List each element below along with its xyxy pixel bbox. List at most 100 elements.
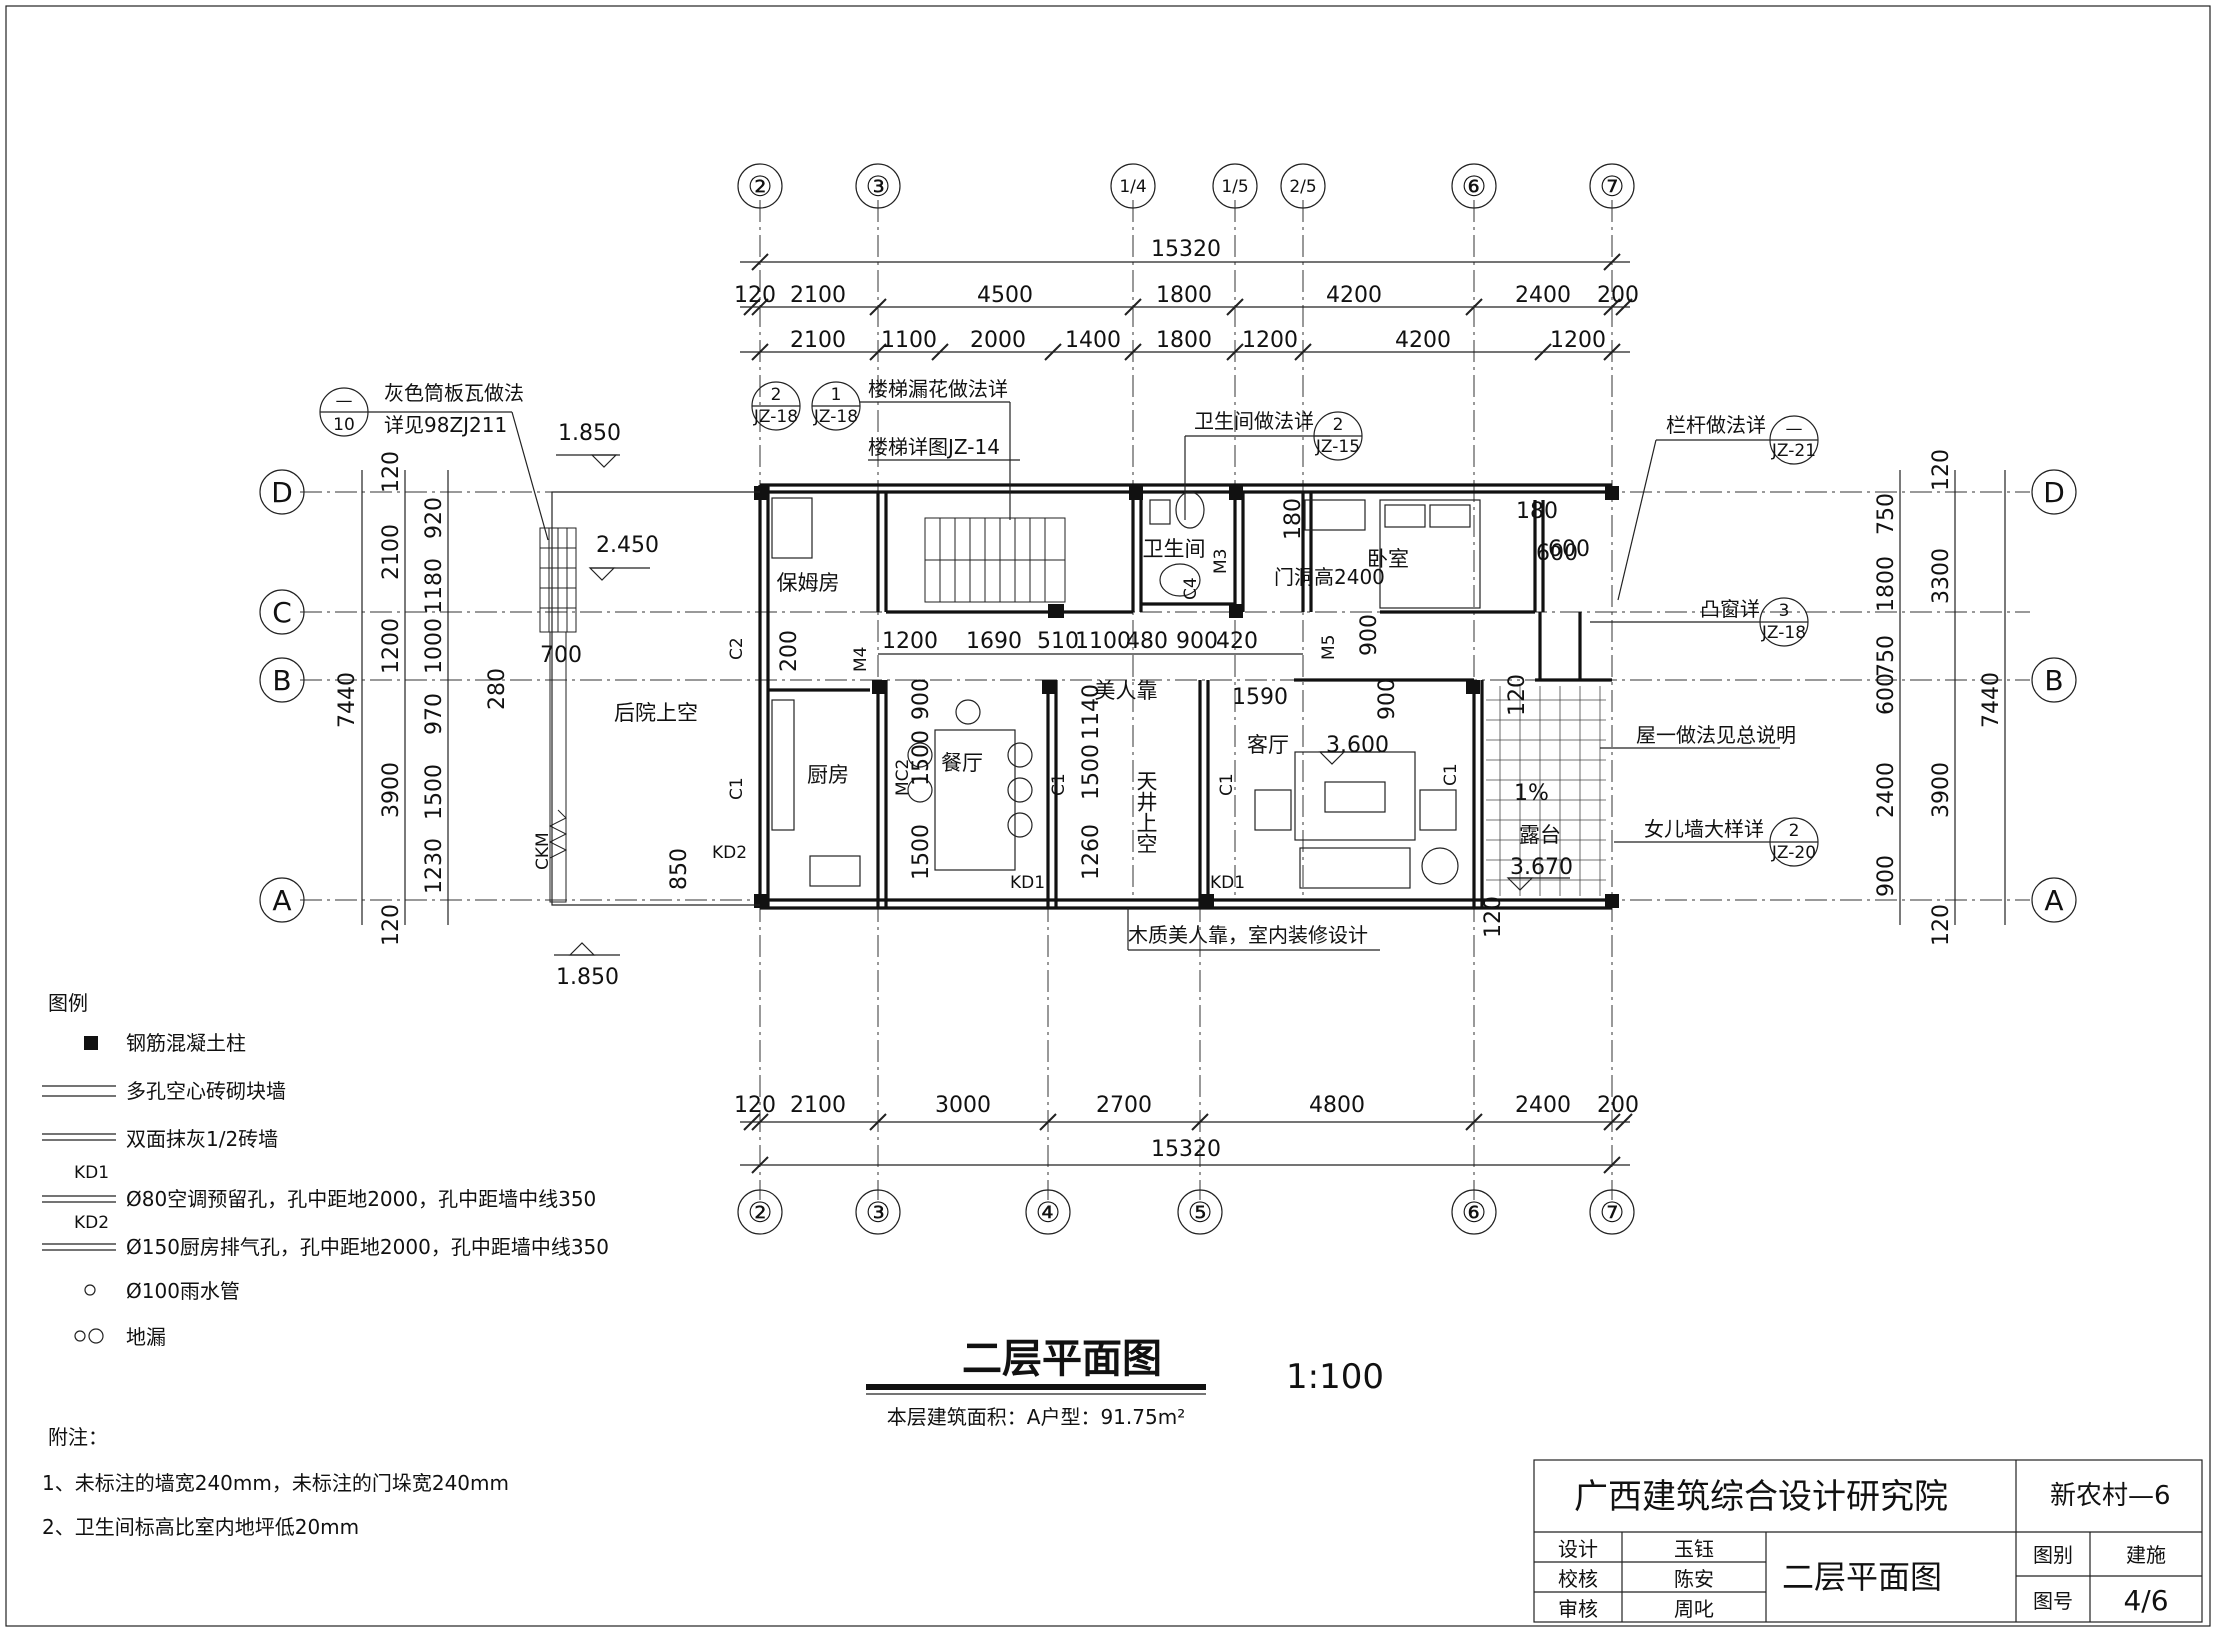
axis-label: ⑥ — [1461, 170, 1486, 203]
axis-label: ④ — [1035, 1196, 1060, 1229]
legend-kd2: KD2 — [74, 1213, 109, 1233]
callout-index: 3 — [1779, 601, 1790, 621]
door-label: KD2 — [712, 843, 747, 863]
dim-value: 920 — [422, 497, 447, 539]
design-name: 玉钰 — [1674, 1537, 1714, 1561]
sheet-border — [5, 5, 2211, 1627]
dimensions-left: 7440 120 2100 1200 3900 120 920 1180 100… — [335, 451, 449, 946]
axis-label: ⑤ — [1187, 1196, 1212, 1229]
dim-value: 180 — [1281, 498, 1306, 540]
door-label: M4 — [851, 647, 871, 672]
elevation-value: 1.850 — [558, 421, 621, 446]
dim-value: 970 — [422, 693, 447, 735]
axis-label: B — [2044, 664, 2063, 697]
drawing-scale: 1:100 — [1286, 1357, 1384, 1397]
category-value: 建施 — [2126, 1543, 2166, 1567]
dim-value: 2100 — [379, 524, 404, 580]
bathroom-fixtures — [1149, 491, 1205, 597]
callout-roof-tile: 灰色筒板瓦做法 — [384, 381, 524, 405]
dim-value: 120 — [734, 283, 776, 308]
dim-value: 120 — [1481, 896, 1506, 938]
dim-value: 1500 — [1079, 744, 1104, 800]
legend-item: 地漏 — [126, 1325, 166, 1349]
axis-label: ② — [747, 1196, 772, 1229]
note-item: 2、卫生间标高比室内地坪低20mm — [42, 1515, 359, 1539]
dimensions-bottom: 120 2100 3000 2700 4800 2400 200 15320 — [734, 1093, 1639, 1174]
dim-value: 900 — [1874, 855, 1899, 897]
elevation-value: 1.850 — [556, 965, 619, 990]
callout-index: JZ-18 — [813, 407, 858, 427]
door-label: C1 — [1217, 773, 1237, 796]
dim-value: 2000 — [970, 328, 1026, 353]
check-label: 校核 — [1558, 1567, 1598, 1591]
dim-value: 1200 — [1550, 328, 1606, 353]
dim-value: 1230 — [422, 838, 447, 894]
terrace-hatch — [1486, 686, 1606, 896]
callout-stair-detail: 楼梯详图JZ-14 — [868, 435, 1000, 459]
dim-value: 750 — [1874, 493, 1899, 535]
callout-stair-lattice: 楼梯漏花做法详 — [868, 377, 1008, 401]
callout-index: — — [336, 391, 353, 411]
dim-value: 2400 — [1874, 762, 1899, 818]
dimensions-top: 15320 120 2100 4500 1800 4200 2400 200 2… — [734, 237, 1639, 361]
dim-value: 3300 — [1929, 548, 1954, 604]
legend-item: Ø80空调预留孔，孔中距地2000，孔中距墙中线350 — [126, 1187, 596, 1211]
dim-value: 1200 — [379, 618, 404, 674]
dim-value: 1200 — [1242, 328, 1298, 353]
dim-value: 4200 — [1395, 328, 1451, 353]
legend-column-symbol — [84, 1036, 98, 1050]
notes: 附注： 1、未标注的墙宽240mm，未标注的门垛宽240mm 2、卫生间标高比室… — [42, 1425, 509, 1539]
walls — [758, 483, 1612, 910]
door-label: C4 — [1181, 577, 1201, 600]
dim-total-top: 15320 — [1151, 237, 1221, 262]
dim-total-bottom: 15320 — [1151, 1137, 1221, 1162]
dim-value: 1100 — [1075, 629, 1131, 654]
axis-label: A — [2044, 884, 2063, 917]
callout-index: JZ-15 — [1315, 437, 1360, 457]
elevation-value: 2.450 — [596, 533, 659, 558]
dim-value: 1100 — [881, 328, 937, 353]
legend: 图例 钢筋混凝土柱 多孔空心砖砌块墙 双面抹灰1/2砖墙 KD1 Ø80空调预留… — [42, 991, 609, 1349]
dim-value: 3900 — [1929, 762, 1954, 818]
axis-label: B — [272, 664, 291, 697]
callout-index: JZ-18 — [1761, 623, 1806, 643]
door-label: C2 — [727, 637, 747, 660]
kitchen-furniture — [771, 497, 861, 887]
axis-label: D — [271, 476, 293, 509]
dim-value: 600 — [1548, 537, 1590, 562]
dim-value: 1180 — [422, 558, 447, 614]
dim-value: 600 — [1536, 541, 1578, 566]
dim-value: 900 — [909, 678, 934, 720]
dim-value: 1400 — [1065, 328, 1121, 353]
review-name: 周叱 — [1674, 1597, 1714, 1621]
dim-value: 200 — [777, 630, 802, 672]
dim-value: 1500 — [909, 824, 934, 880]
legend-item: Ø100雨水管 — [126, 1279, 240, 1303]
dim-value: 2100 — [790, 328, 846, 353]
dim-value: 600 — [1874, 673, 1899, 715]
dim-value: 750 — [1874, 635, 1899, 677]
axis-bubbles-bottom: ② ③ ④ ⑤ ⑥ ⑦ — [737, 1189, 1635, 1235]
category-label: 图别 — [2033, 1543, 2073, 1567]
door-label: KD1 — [1010, 873, 1045, 893]
door-label: C1 — [1049, 773, 1069, 796]
dim-value: 420 — [1216, 629, 1258, 654]
legend-item: Ø150厨房排气孔，孔中距地2000，孔中距墙中线350 — [126, 1235, 609, 1259]
door-label: KD1 — [1210, 873, 1245, 893]
dim-value: 180 — [1516, 499, 1558, 524]
axis-label: 2/5 — [1289, 177, 1316, 197]
axis-label: 1/5 — [1221, 177, 1248, 197]
dim-value: 120 — [379, 904, 404, 946]
room-patio: 天井上空 — [1134, 770, 1158, 854]
axis-bubbles-right: D B A — [2031, 469, 2077, 923]
dim-value: 1200 — [882, 629, 938, 654]
design-label: 设计 — [1558, 1537, 1598, 1561]
door-label: C1 — [727, 777, 747, 800]
inner-dims: 1200 1690 510 1100 480 900 420 — [878, 629, 1303, 655]
dim-value: 3900 — [379, 762, 404, 818]
dim-value: 700 — [540, 643, 582, 668]
callout-index: 2 — [1333, 415, 1344, 435]
stair — [924, 517, 1066, 603]
dim-value: 1500 — [422, 764, 447, 820]
elevation-value: 3.600 — [1326, 733, 1389, 758]
